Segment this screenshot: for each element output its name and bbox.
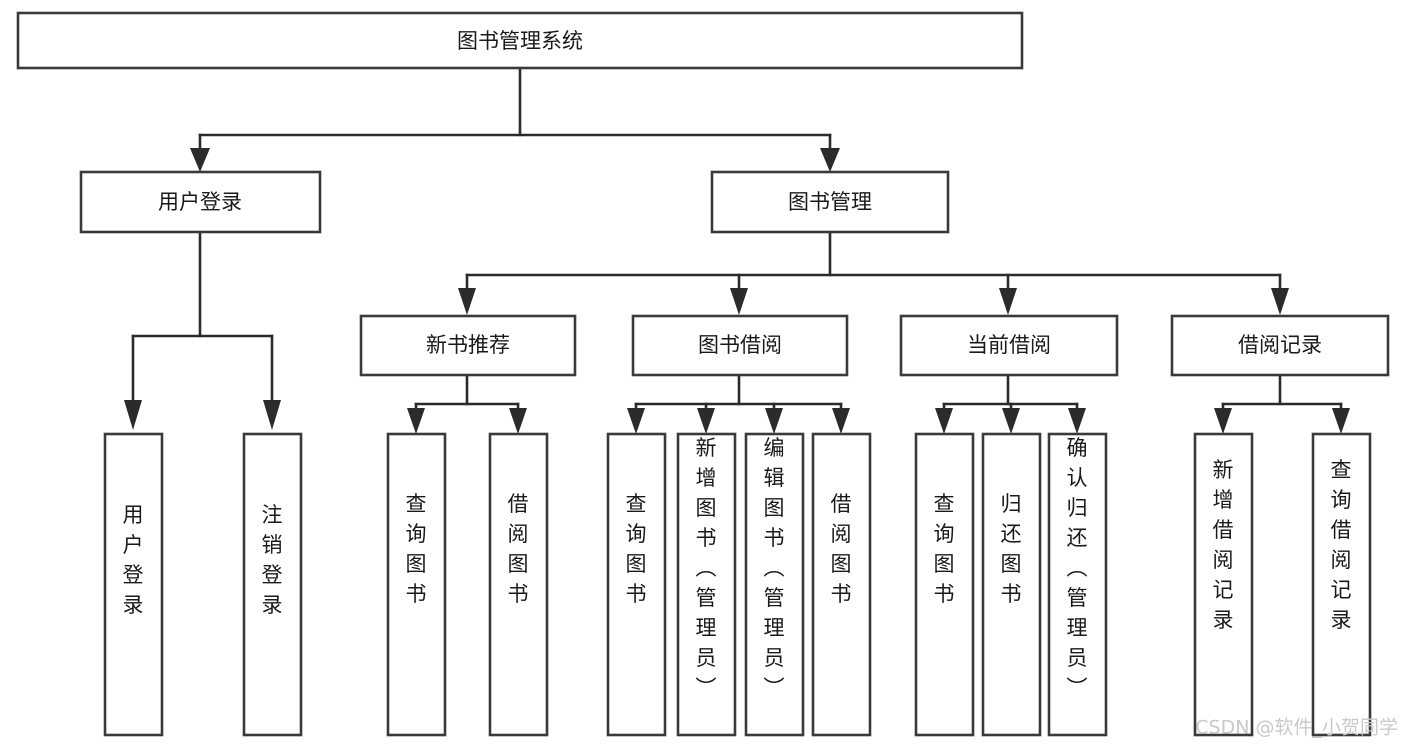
leaf-node-book-borrow-3[interactable]: 借阅图书 <box>811 432 872 737</box>
node-book-borrow[interactable]: 图书借阅 <box>631 314 849 377</box>
node-book-manage[interactable]: 图书管理 <box>710 170 950 234</box>
node-borrow-record[interactable]: 借阅记录 <box>1170 314 1390 377</box>
node-user-login-label: 用户登录 <box>158 190 242 214</box>
leaf-label-vertical: 借阅图书 <box>508 492 529 606</box>
connector-group-book-borrow <box>627 373 850 434</box>
arrow-head-bookmanage-0 <box>458 288 476 315</box>
node-book-manage-label: 图书管理 <box>788 190 872 214</box>
node-current-borrow-label: 当前借阅 <box>967 333 1051 357</box>
connector-group-user-login <box>124 230 281 430</box>
leaf-label-vertical: 注销登录 <box>262 503 283 617</box>
leaf-node-borrow-record-0[interactable]: 新增借阅记录 <box>1193 432 1254 737</box>
arrow-head-bookborrow-0 <box>627 408 645 434</box>
leaf-box[interactable] <box>103 432 164 737</box>
node-user-login-box[interactable] <box>79 170 322 234</box>
node-root[interactable]: 图书管理系统 <box>16 11 1024 70</box>
arrow-head-newbook-1 <box>509 408 527 434</box>
leaf-box[interactable] <box>386 432 447 737</box>
connector-group-current-borrow <box>935 373 1086 434</box>
node-current-borrow[interactable]: 当前借阅 <box>899 314 1119 377</box>
leaf-label-vertical: 归还图书 <box>1001 492 1022 606</box>
connector-group-borrow-record <box>1214 373 1350 434</box>
arrow-head-bookborrow-3 <box>832 408 850 434</box>
arrow-head-newbook-0 <box>407 408 425 434</box>
leaf-node-new-book-1[interactable]: 借阅图书 <box>488 432 549 737</box>
leaf-box[interactable] <box>981 432 1042 737</box>
leaf-box[interactable] <box>1193 432 1254 737</box>
leaf-box[interactable] <box>914 432 975 737</box>
leaf-node-book-borrow-1[interactable]: 新增图书︵管理员︶ <box>676 432 737 737</box>
leaf-label-vertical: 借阅图书 <box>831 492 852 606</box>
leaf-label-vertical: 查询借阅记录 <box>1331 458 1352 632</box>
node-borrow-record-box[interactable] <box>1170 314 1390 377</box>
node-book-borrow-box[interactable] <box>631 314 849 377</box>
connector-group-book-manage <box>458 230 1289 315</box>
leaf-node-user-login-0[interactable]: 用户登录 <box>103 432 164 737</box>
arrow-head-root-1 <box>820 148 840 172</box>
node-new-book-recommend-label: 新书推荐 <box>426 333 510 357</box>
leaf-label-vertical: 查询图书 <box>934 492 955 606</box>
leaf-node-current-borrow-1[interactable]: 归还图书 <box>981 432 1042 737</box>
leaf-box[interactable] <box>488 432 549 737</box>
leaf-label-vertical: 新增图书︵管理员︶ <box>696 436 717 700</box>
leaf-box[interactable] <box>242 432 303 737</box>
leaf-box[interactable] <box>744 432 805 737</box>
arrow-head-bookborrow-1 <box>697 408 715 434</box>
arrow-head-currentborrow-0 <box>935 408 953 434</box>
leaf-label-vertical: 新增借阅记录 <box>1213 458 1234 632</box>
leaf-label-vertical: 查询图书 <box>406 492 427 606</box>
connector-group-new-book <box>407 373 527 434</box>
leaf-node-current-borrow-0[interactable]: 查询图书 <box>914 432 975 737</box>
arrow-head-bookmanage-1 <box>730 288 748 315</box>
leaf-label-vertical: 确认归还︵管理员︶ <box>1067 436 1088 700</box>
leaf-box[interactable] <box>1047 432 1108 737</box>
leaf-box[interactable] <box>606 432 667 737</box>
node-root-box[interactable] <box>16 11 1024 70</box>
node-new-book-recommend-box[interactable] <box>359 314 577 377</box>
arrow-head-borrowrecord-1 <box>1332 408 1350 434</box>
leaf-label-vertical: 用户登录 <box>123 503 144 617</box>
leaf-node-current-borrow-2[interactable]: 确认归还︵管理员︶ <box>1047 432 1108 737</box>
watermark-label: CSDN @软件_小贺同学 <box>1195 717 1398 739</box>
arrow-head-bookmanage-2 <box>999 288 1017 315</box>
leaf-node-book-borrow-2[interactable]: 编辑图书︵管理员︶ <box>744 432 805 737</box>
leaf-box[interactable] <box>676 432 737 737</box>
leaf-node-book-borrow-0[interactable]: 查询图书 <box>606 432 667 737</box>
node-borrow-record-label: 借阅记录 <box>1238 333 1322 357</box>
arrow-head-currentborrow-1 <box>1002 408 1020 434</box>
leaf-label-vertical: 查询图书 <box>626 492 647 606</box>
connector-group-root <box>190 66 840 172</box>
leaf-box[interactable] <box>1311 432 1372 737</box>
arrow-head-bookmanage-3 <box>1271 288 1289 315</box>
leaf-node-user-login-1[interactable]: 注销登录 <box>242 432 303 737</box>
arrow-head-userlogin-1 <box>263 400 281 430</box>
node-current-borrow-box[interactable] <box>899 314 1119 377</box>
node-book-manage-box[interactable] <box>710 170 950 234</box>
arrow-head-currentborrow-2 <box>1068 408 1086 434</box>
arrow-head-bookborrow-2 <box>765 408 783 434</box>
arrow-head-userlogin-0 <box>124 400 142 430</box>
node-new-book-recommend[interactable]: 新书推荐 <box>359 314 577 377</box>
node-root-label: 图书管理系统 <box>457 29 583 53</box>
node-book-borrow-label: 图书借阅 <box>698 333 782 357</box>
arrow-head-root-0 <box>190 148 210 172</box>
leaf-box[interactable] <box>811 432 872 737</box>
arrow-head-borrowrecord-0 <box>1214 408 1232 434</box>
leaf-node-new-book-0[interactable]: 查询图书 <box>386 432 447 737</box>
node-user-login[interactable]: 用户登录 <box>79 170 322 234</box>
leaf-node-borrow-record-1[interactable]: 查询借阅记录 <box>1311 432 1372 737</box>
leaf-label-vertical: 编辑图书︵管理员︶ <box>764 436 785 700</box>
